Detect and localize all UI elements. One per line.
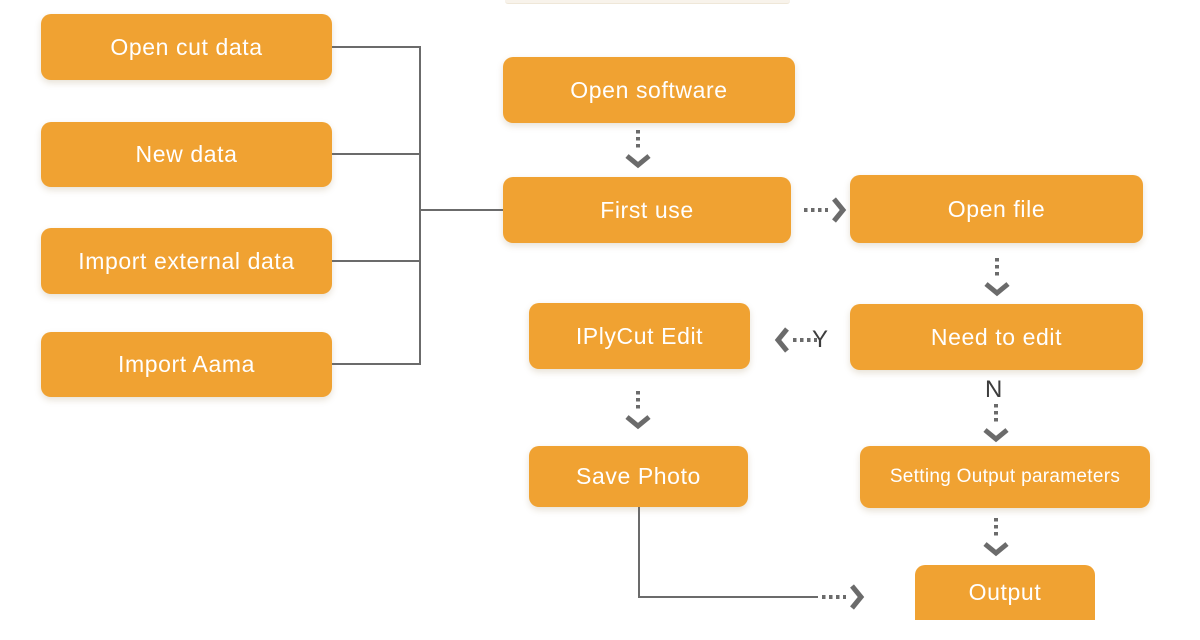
chevron-right-icon — [832, 197, 847, 223]
node-open-software: Open software — [503, 57, 795, 123]
node-label: Import Aama — [118, 351, 255, 377]
node-label: Output — [968, 579, 1042, 605]
arrow-need-to-edit-to-iplycut-edit — [774, 325, 817, 355]
dotted-line — [804, 208, 828, 212]
dotted-line — [636, 130, 640, 151]
arrow-iplycut-edit-to-save-photo — [623, 391, 653, 430]
node-label: Open file — [947, 195, 1046, 222]
chevron-left-icon — [774, 327, 789, 353]
node-label: First use — [600, 196, 694, 223]
node-label: New data — [135, 141, 238, 167]
arrow-save-photo-to-output — [822, 582, 865, 612]
node-save-photo: Save Photo — [529, 446, 748, 507]
arrow-setting-output-to-output — [981, 518, 1011, 557]
node-label: Import external data — [78, 247, 295, 274]
dotted-line — [793, 338, 817, 342]
chevron-down-icon — [625, 154, 651, 169]
connector-import-external-data-line — [332, 260, 421, 262]
node-import-aama: Import Aama — [41, 332, 332, 397]
arrow-need-to-edit-to-setting-output — [981, 404, 1011, 443]
node-import-external-data: Import external data — [41, 228, 332, 294]
node-first-use: First use — [503, 177, 791, 243]
chevron-down-icon — [983, 542, 1009, 557]
node-label: Setting Output parameters — [889, 466, 1121, 487]
connector-bracket-to-first-use-line — [421, 209, 503, 211]
chevron-down-icon — [984, 282, 1010, 297]
node-setting-output-parameters: Setting Output parameters — [860, 446, 1150, 508]
connector-save-photo-vertical-line — [638, 507, 640, 597]
cropped-box-edge — [505, 0, 790, 4]
chevron-down-icon — [983, 428, 1009, 443]
node-open-file: Open file — [850, 175, 1143, 243]
arrow-open-file-to-need-to-edit — [982, 258, 1012, 297]
decision-label-no: N — [985, 376, 1003, 403]
node-open-cut-data: Open cut data — [41, 14, 332, 80]
dotted-line — [822, 595, 846, 599]
arrow-first-use-to-open-file — [804, 195, 847, 225]
connector-open-cut-data-line — [332, 46, 421, 48]
decision-label-yes: Y — [812, 326, 829, 353]
connector-import-aama-line — [332, 363, 421, 365]
node-label: Need to edit — [930, 323, 1063, 350]
connector-new-data-line — [332, 153, 421, 155]
node-new-data: New data — [41, 122, 332, 187]
chevron-down-icon — [625, 415, 651, 430]
node-label: Open software — [570, 76, 728, 103]
node-label: Save Photo — [576, 463, 701, 489]
node-label: IPlyCut Edit — [575, 322, 704, 349]
dotted-line — [994, 404, 998, 425]
dotted-line — [994, 518, 998, 539]
arrow-open-software-to-first-use — [623, 130, 653, 169]
node-iplycut-edit: IPlyCut Edit — [529, 303, 750, 369]
connector-bracket-vertical-line — [419, 46, 421, 365]
node-output: Output — [915, 565, 1095, 620]
dotted-line — [995, 258, 999, 279]
node-need-to-edit: Need to edit — [850, 304, 1143, 370]
chevron-right-icon — [850, 584, 865, 610]
connector-save-photo-horizontal-line — [638, 596, 818, 598]
dotted-line — [636, 391, 640, 412]
node-label: Open cut data — [110, 33, 263, 60]
